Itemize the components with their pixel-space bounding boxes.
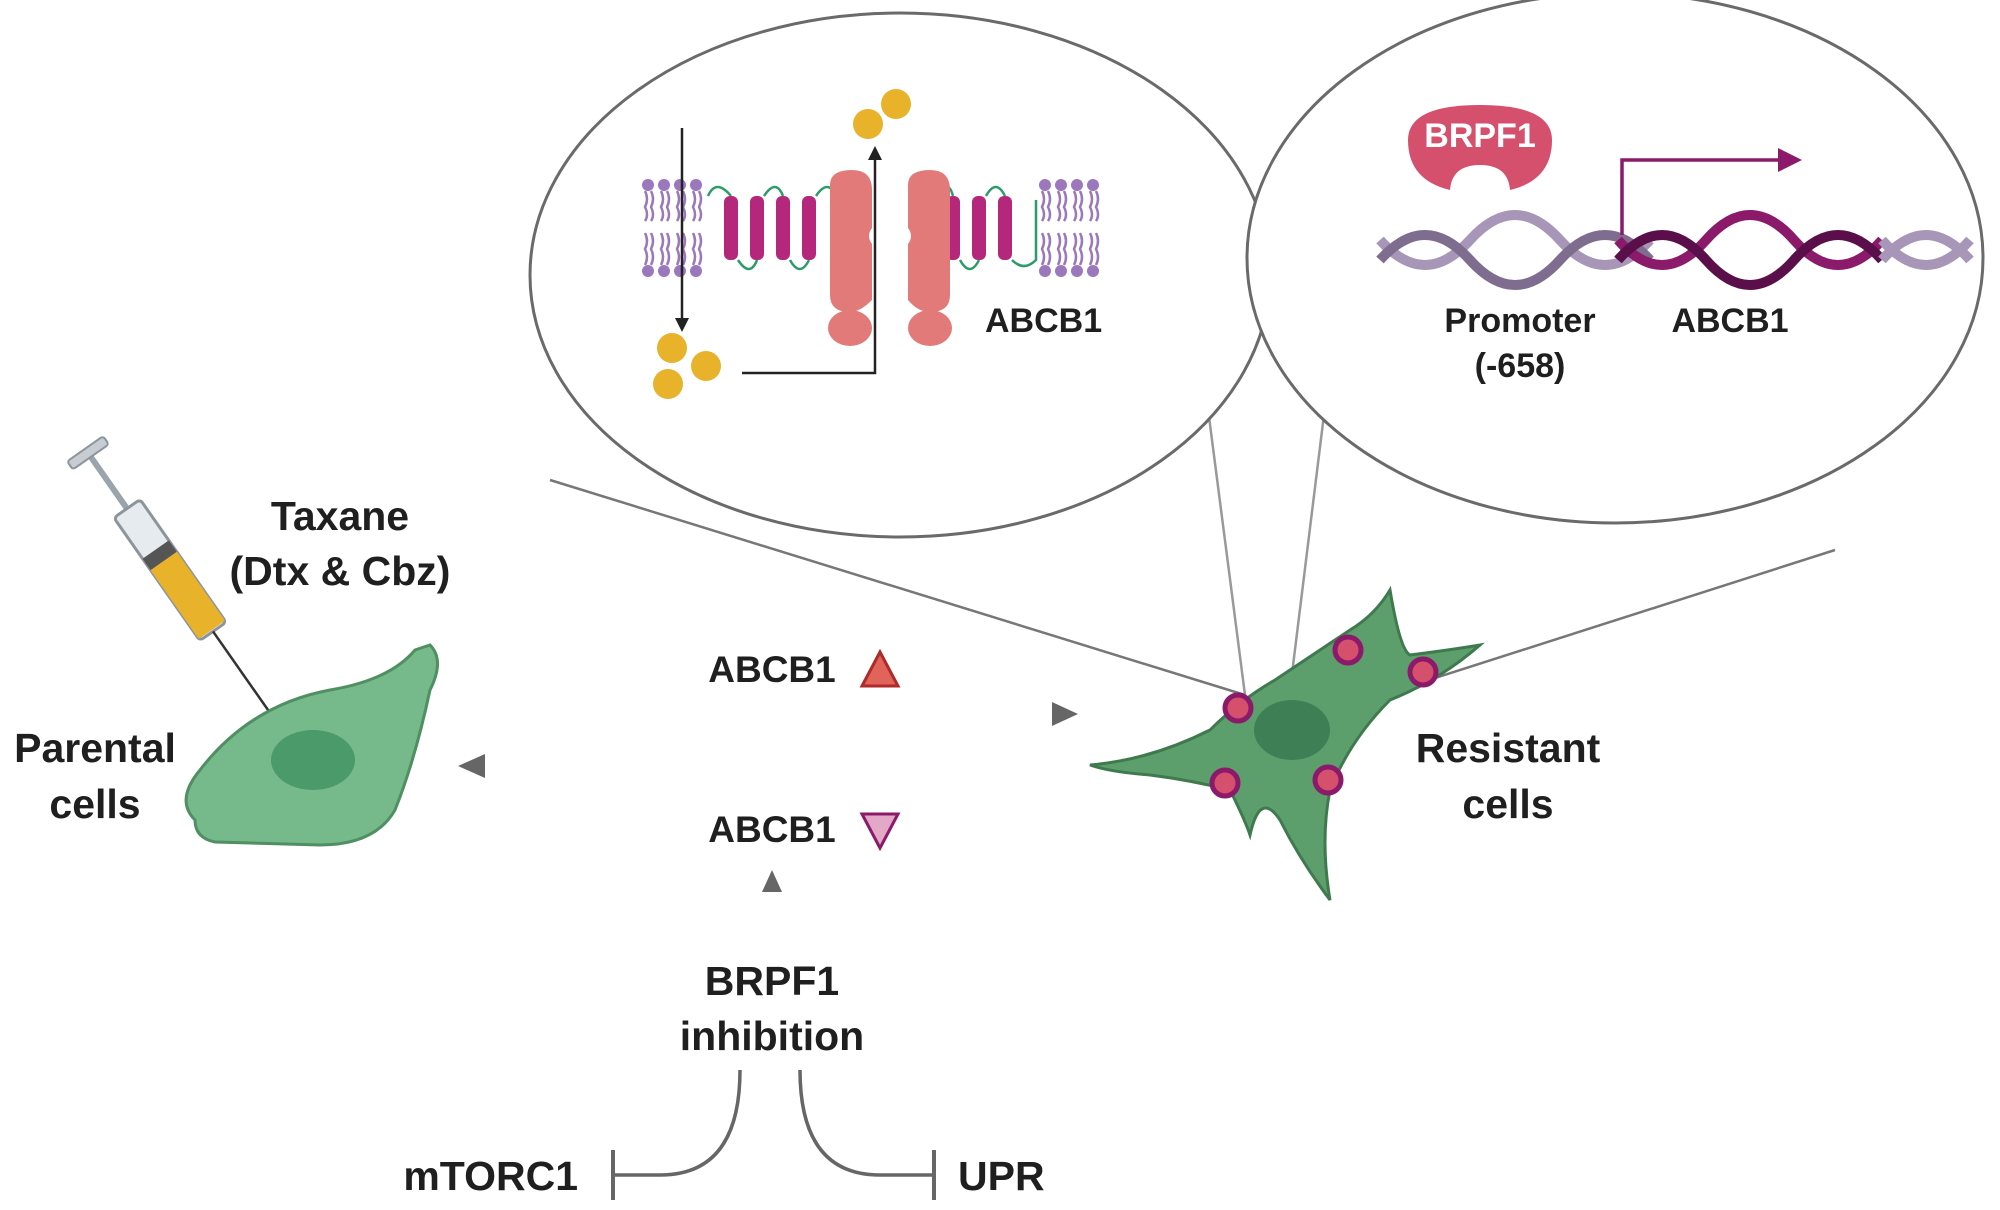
transporter-label: ABCB1: [985, 302, 1102, 340]
parental-cell-icon: [184, 643, 439, 847]
parental-label-line2: cells: [49, 781, 140, 827]
abcb1-up-label: ABCB1: [708, 649, 835, 690]
promoter-zoom-bubble: BRPF1 Promoter (-658) ABCB1: [1245, 0, 1985, 525]
dna-helix-icon: [1376, 210, 1974, 290]
resistant-label-line2: cells: [1462, 781, 1553, 827]
mtorc1-inhibition-branch: [611, 1069, 742, 1200]
resistance-arrow: [540, 702, 1078, 726]
up-triangle-icon: [859, 648, 901, 688]
upr-inhibition-branch: [798, 1069, 936, 1200]
syringe-icon: [67, 436, 281, 727]
down-triangle-icon: [859, 812, 901, 852]
brpf1-inhibition-line1: BRPF1: [705, 958, 839, 1004]
promoter-label-line2: (-658): [1475, 347, 1566, 385]
mtorc1-label: mTORC1: [403, 1153, 578, 1199]
abcb1-down-label: ABCB1: [708, 809, 835, 850]
resistant-label-line1: Resistant: [1416, 725, 1601, 771]
taxane-label-line1: Taxane: [271, 493, 409, 539]
resistant-cell-icon: [1089, 585, 1485, 901]
membrane-transporter-icon: [640, 89, 1101, 399]
taxane-label-line2: (Dtx & Cbz): [230, 548, 451, 594]
promoter-label-line1: Promoter: [1444, 302, 1595, 340]
zoom-line-left-1: [549, 478, 1246, 697]
reversal-arrow: [458, 754, 1020, 778]
gene-label: ABCB1: [1671, 302, 1788, 340]
inhibition-up-arrow: [762, 870, 782, 945]
transporter-zoom-bubble: ABCB1: [528, 11, 1272, 539]
transcription-arrow-icon: [1620, 148, 1802, 235]
parental-label-line1: Parental: [14, 725, 176, 771]
upr-label: UPR: [958, 1153, 1045, 1199]
brpf1-protein-icon: BRPF1: [1408, 105, 1552, 190]
brpf1-protein-label: BRPF1: [1424, 117, 1535, 155]
brpf1-inhibition-line2: inhibition: [680, 1013, 864, 1059]
